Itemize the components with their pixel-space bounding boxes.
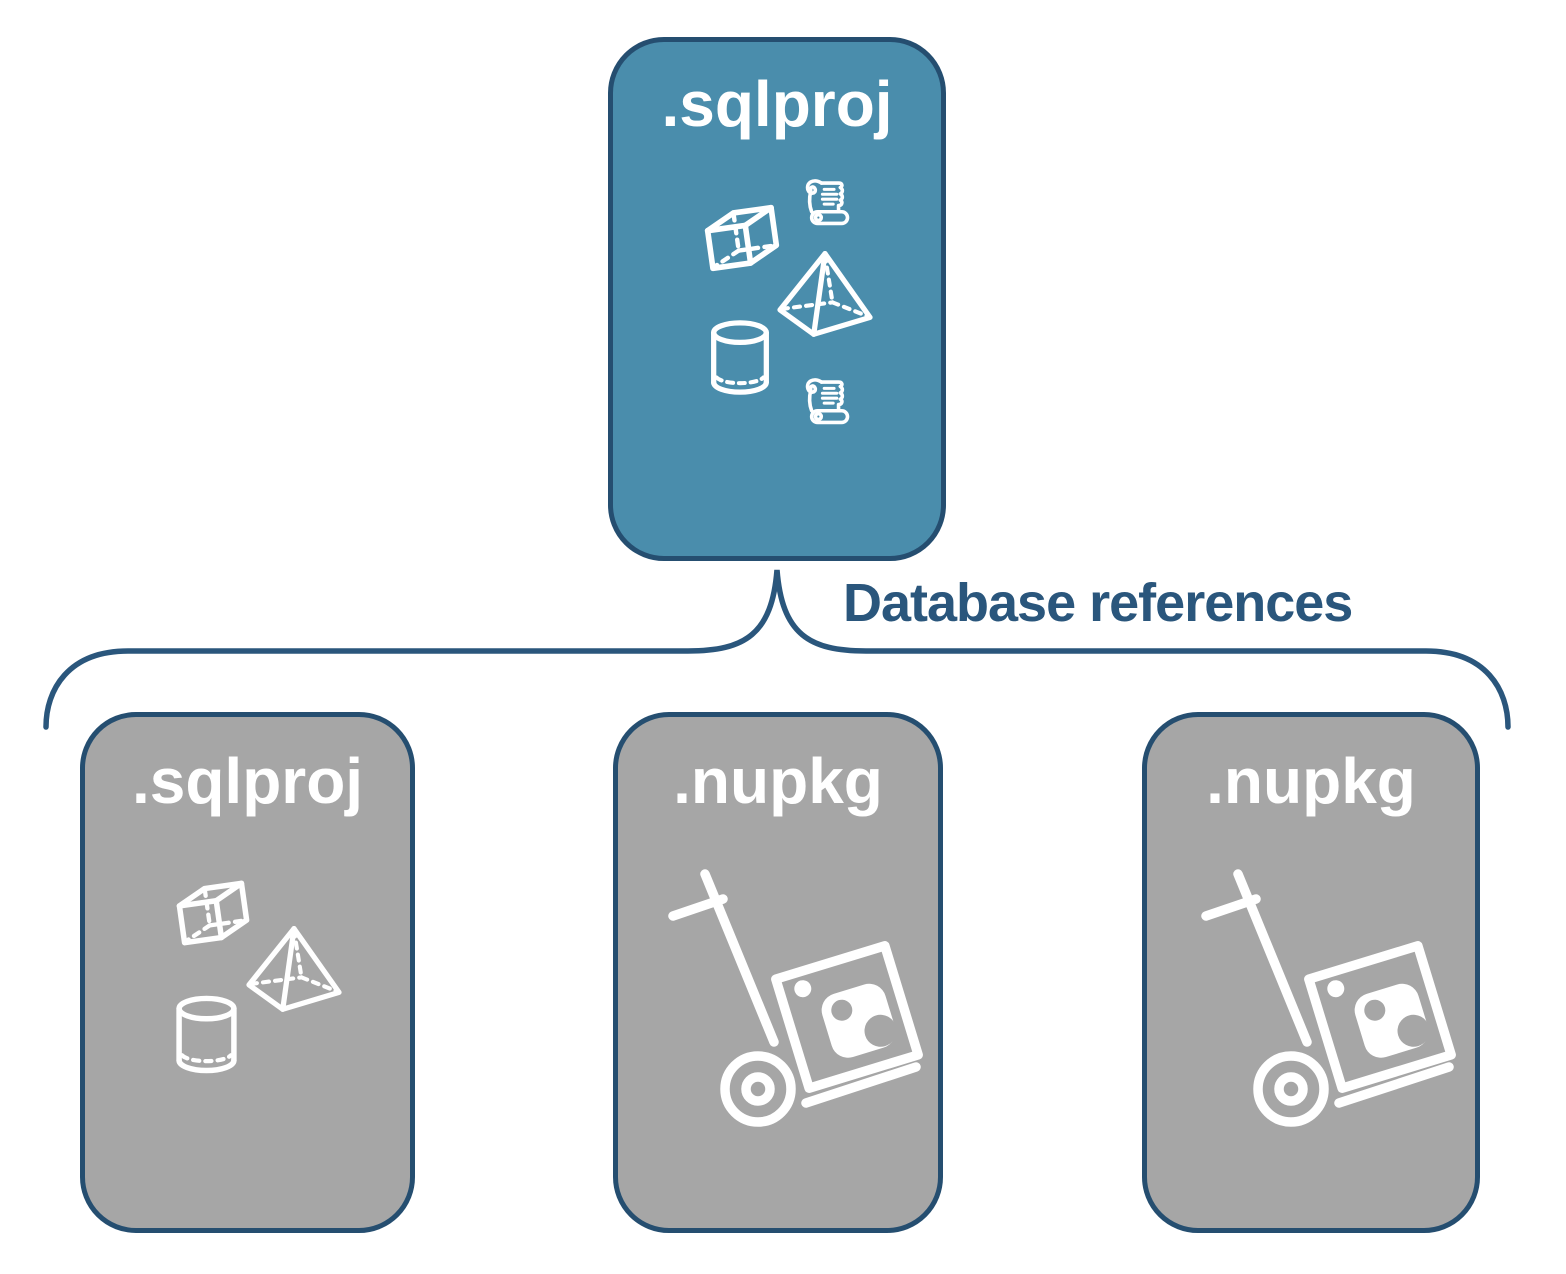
child-node-nupkg-2: .nupkg: [1142, 712, 1480, 1233]
pyramid-icon: [243, 923, 345, 1013]
node-title: .nupkg: [1206, 745, 1416, 817]
nuget-dolly-icon: [668, 867, 926, 1135]
scroll-icon: [799, 175, 853, 227]
scroll-icon: [799, 374, 853, 426]
cylinder-icon: [173, 995, 240, 1077]
child-node-nupkg-1: .nupkg: [613, 712, 943, 1233]
node-title: .sqlproj: [131, 745, 364, 817]
root-node-sqlproj: .sqlproj: [608, 37, 946, 561]
pyramid-icon: [773, 248, 877, 338]
nuget-dolly-icon: [1201, 867, 1459, 1135]
child-node-sqlproj: .sqlproj: [80, 712, 415, 1233]
node-title: .nupkg: [673, 745, 883, 817]
cylinder-icon: [707, 320, 773, 398]
connector-label: Database references: [843, 573, 1353, 633]
node-title: .sqlproj: [661, 68, 893, 140]
